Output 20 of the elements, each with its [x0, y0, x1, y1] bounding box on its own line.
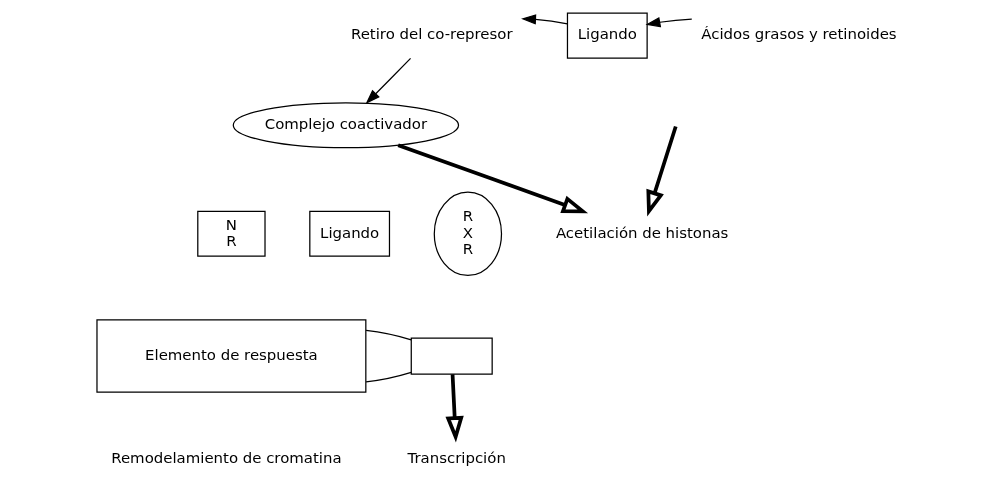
- node-text: Acetilación de histonas: [555, 223, 729, 242]
- node-text: Ácidos grasos y retinoides: [701, 25, 897, 44]
- node-box: N R: [197, 210, 266, 257]
- node-text: Transcripción: [407, 449, 506, 468]
- arrow: [645, 17, 693, 28]
- arrow: [397, 143, 589, 214]
- node-box: Elemento de respuesta: [96, 319, 367, 393]
- connector: [365, 371, 412, 383]
- connector: [365, 329, 412, 341]
- node-box: Ligando: [309, 210, 391, 257]
- label: Remodelamiento de cromatina: [111, 449, 342, 468]
- arrow: [646, 126, 678, 217]
- arrow: [521, 14, 569, 25]
- node-text: Retiro del co-represor: [351, 25, 513, 44]
- node-box: [410, 337, 493, 375]
- node-ellipse: R X R: [433, 191, 503, 277]
- node-ellipse: Complejo coactivador: [232, 102, 460, 149]
- arrow: [445, 374, 464, 443]
- node-box: Ligando: [566, 12, 648, 59]
- arrow: [365, 57, 412, 105]
